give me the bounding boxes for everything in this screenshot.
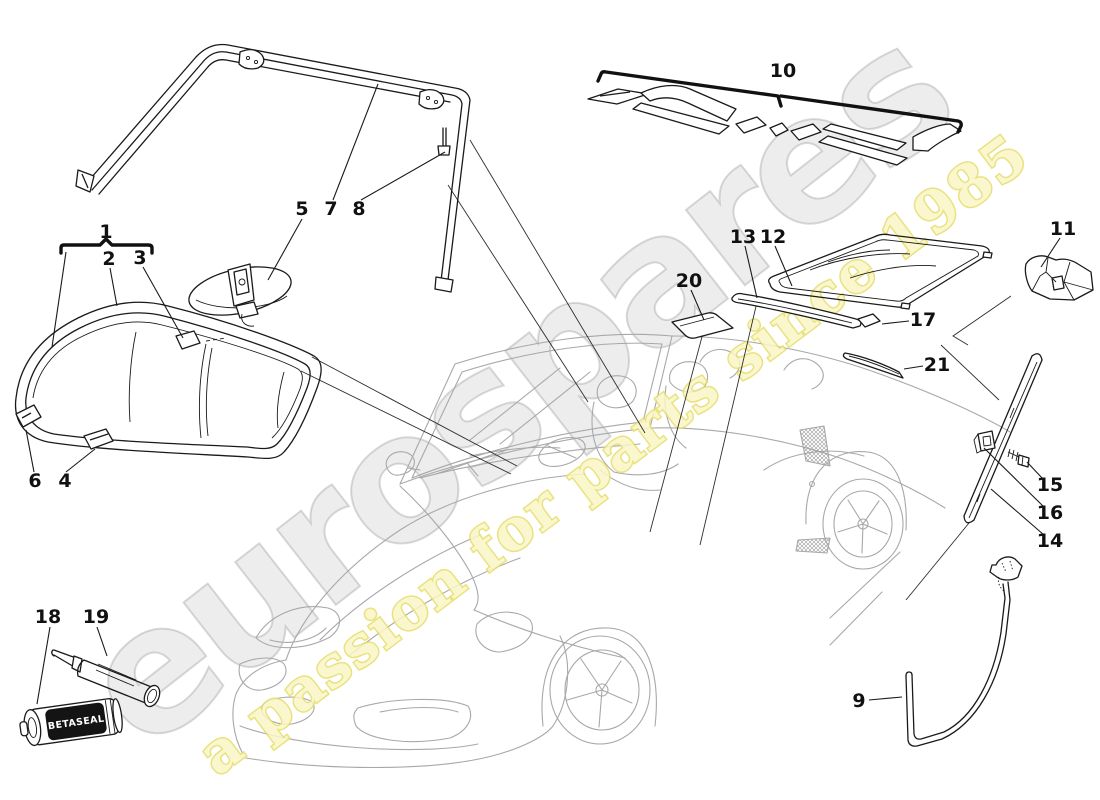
callout-12: 12 [760,226,786,248]
bracket-item-1 [59,237,154,255]
callout-15: 15 [1037,474,1063,496]
car-rear-wheel [805,450,907,570]
part-strip-20 [671,312,734,339]
callout-20: 20 [676,270,702,292]
part-sealant-cartridge: BETASEAL [19,698,123,747]
part-clip-16 [973,430,996,454]
glass-clip-4 [83,428,114,450]
callout-6: 6 [28,470,41,492]
callout-1: 1 [99,221,112,243]
callout-17: 17 [910,309,936,331]
car-headlight-left [255,606,341,649]
car-rocker-vent [795,537,831,554]
car-side-vent [799,425,831,467]
callout-14: 14 [1037,530,1063,552]
frame-tab-1 [238,48,265,70]
callout-18: 18 [35,606,61,628]
watermark-brand-text: eurospares [44,0,986,788]
part-sealant-tube [51,649,161,708]
car-front-wheel [541,627,657,745]
callout-2: 2 [102,248,115,270]
car-headlight-right [475,611,533,653]
callout-5: 5 [295,198,308,220]
frame-end-cap-left [75,169,95,193]
bracket-item-10 [596,70,963,134]
part-strip-21 [842,352,904,379]
glass-clip-6 [15,404,42,428]
car-seat-left [591,375,679,476]
location-lines [300,139,1012,601]
frame-tab-2 [418,88,445,110]
callout-7: 7 [324,198,337,220]
frame-end-cap-right [434,276,454,293]
car-intake-left [238,657,287,691]
callout-9: 9 [852,690,865,712]
part-trim-strip-set [587,84,962,166]
part-gasket-17 [857,313,881,328]
car-intake-center [353,698,472,743]
part-gasket-9 [905,556,1023,747]
callout-21: 21 [924,354,950,376]
part-interior-mirror [188,263,292,327]
watermark-brand-layer: eurospares [43,0,987,789]
part-screw-8 [437,127,451,156]
car-steering-wheel [538,437,586,467]
callout-13: 13 [730,226,756,248]
callout-16: 16 [1037,502,1063,524]
part-rail-14 [963,353,1043,524]
part-bracket-11 [1024,255,1094,301]
callout-brackets [59,70,963,255]
callout-3: 3 [133,247,146,269]
callout-19: 19 [83,606,109,628]
callout-11: 11 [1050,218,1076,240]
part-screw-15 [1007,448,1030,468]
callout-4: 4 [58,470,71,492]
callout-10: 10 [770,60,796,82]
part-windscreen-glass [14,301,322,460]
part-windscreen-frame-seal [75,43,471,293]
callout-8: 8 [352,198,365,220]
part-rear-screen [768,233,993,310]
car-mirror [385,451,421,476]
leader-lines [25,83,1061,705]
gasket-9-end-section [989,556,1023,581]
car-line-art [232,333,1011,769]
